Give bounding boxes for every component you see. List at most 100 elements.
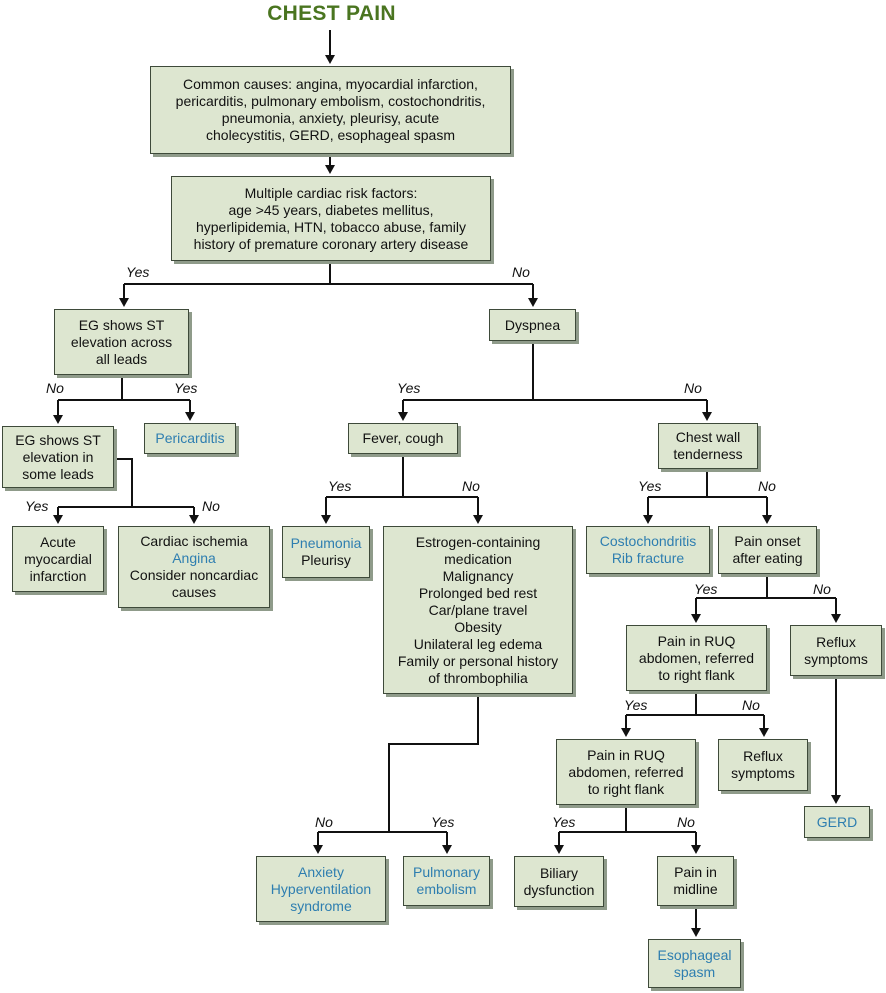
node-line: Car/plane travel [428,601,528,618]
node-line: Pulmonary [413,864,480,880]
node-line: Reflux [816,633,856,650]
node-line: hyperlipidemia, HTN, tobacco abuse, fami… [195,218,466,235]
node-line: Reflux [743,748,783,764]
node-line: to right flank [587,780,665,797]
label-no: No [462,478,480,494]
node-costochondritis: Costochondritis Rib fracture [586,526,710,574]
node-line: abdomen, referred [638,649,755,666]
label-yes: Yes [25,498,49,514]
arrowhead [691,845,701,854]
node-line: medication [444,550,512,567]
node-esophageal-spasm: Esophageal spasm [648,939,741,988]
node-line: Malignancy [442,567,514,584]
node-line: EG shows ST [15,431,101,448]
node-line: abdomen, referred [568,763,684,780]
node-line: Dyspnea [504,316,561,333]
arrowhead [185,412,195,421]
arrowhead [831,795,841,804]
node-risk-factors: Multiple cardiac risk factors: age >45 y… [171,176,491,261]
node-line: Pericarditis [155,430,225,446]
node-line: Esophageal [657,946,732,963]
arrowhead [442,845,452,854]
node-line-terminal: Angina [172,550,216,566]
arrowhead [325,55,335,64]
label-no: No [677,814,695,830]
arrowhead [313,845,323,854]
node-line: embolism [416,881,477,897]
node-line: cholecystitis, GERD, esophageal spasm [206,127,455,143]
node-eg-some-leads: EG shows ST elevation in some leads [2,426,114,488]
arrowhead [759,728,769,737]
label-yes: Yes [126,264,150,280]
node-midline: Pain in midline [657,856,734,906]
arrowhead [691,614,701,623]
arrowhead [53,515,63,524]
connector-line [114,458,133,507]
arrowhead [762,515,772,524]
node-line: Cardiac ischemia [140,533,248,549]
node-line-terminal: Pneumonia [290,535,362,551]
node-line: syndrome [290,897,352,914]
label-yes: Yes [397,380,421,396]
node-line: tenderness [673,446,743,462]
label-yes: Yes [174,380,198,396]
node-reflux-lower: Reflux symptoms [718,739,808,791]
arrowhead [119,298,129,307]
node-pericarditis: Pericarditis [144,423,236,454]
label-no: No [742,697,760,713]
node-line: Costochondritis [599,533,697,549]
arrowhead [325,165,335,174]
node-line: symptoms [804,650,868,667]
connector-line [388,694,479,832]
node-line: all leads [95,350,148,367]
arrowhead [189,515,199,524]
node-line: Estrogen-containing [415,533,541,550]
node-biliary: Biliary dysfunction [514,856,604,907]
node-line: Family or personal history [397,652,559,669]
node-line: elevation in [22,448,94,465]
node-line: Biliary [539,864,579,881]
arrowhead [398,412,408,421]
node-line: infarction [29,567,87,584]
node-line: Unilateral leg edema [413,635,543,652]
node-line: Common causes: angina, myocardial infarc… [183,76,478,92]
node-line: causes [171,584,217,600]
node-line: of thrombophilia [428,669,528,686]
arrowhead [321,515,331,524]
node-line: midline [673,881,718,897]
node-line: history of premature coronary artery dis… [193,235,469,252]
node-line: Acute [40,533,76,550]
label-yes: Yes [624,697,648,713]
arrowhead [691,928,701,937]
node-acute-mi: Acute myocardial infarction [12,526,104,592]
node-fever-cough: Fever, cough [348,423,458,454]
label-no: No [202,498,220,514]
arrowhead [53,415,63,424]
label-no: No [315,814,333,830]
node-causes: Common causes: angina, myocardial infarc… [150,66,511,154]
node-line: symptoms [731,765,795,781]
label-no: No [684,380,702,396]
node-estrogen-risks: Estrogen-containing medication Malignanc… [383,526,573,694]
node-cardiac-ischemia: Cardiac ischemia Angina Consider noncard… [118,526,270,608]
node-line: Chest wall [675,429,741,445]
node-pneumonia: Pneumonia Pleurisy [282,526,370,578]
node-line: EG shows ST [78,316,165,333]
node-line: Multiple cardiac risk factors: [244,184,418,201]
node-line: to right flank [658,666,735,683]
node-line: spasm [673,963,716,980]
label-no: No [512,264,530,280]
node-line: age >45 years, diabetes mellitus, [228,201,434,218]
node-line: Rib fracture [611,550,685,566]
label-yes: Yes [638,478,662,494]
arrowhead [831,614,841,623]
node-line: Obesity [454,618,502,635]
node-dyspnea: Dyspnea [489,309,576,341]
arrowhead [473,515,483,524]
node-ruq-lower: Pain in RUQ abdomen, referred to right f… [556,739,696,805]
arrowhead [554,845,564,854]
node-chest-wall: Chest wall tenderness [658,423,758,469]
node-line: Prolonged bed rest [418,584,538,601]
